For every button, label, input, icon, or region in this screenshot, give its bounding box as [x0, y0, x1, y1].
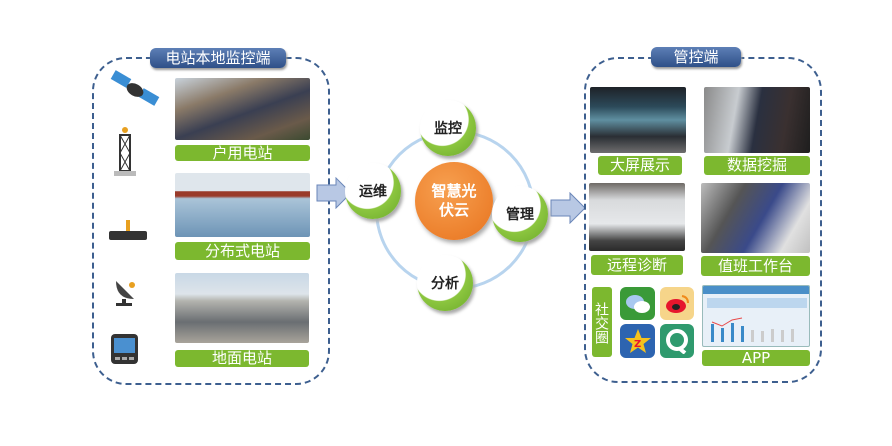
ground-station-photo [175, 273, 309, 343]
node-monitor: 监控 [420, 100, 476, 156]
signal-tower-icon [112, 123, 138, 178]
distributed-station-photo [175, 173, 310, 237]
social-label: 社交圈 [592, 287, 612, 357]
node-analysis: 分析 [417, 255, 473, 311]
center-label: 智慧光伏云 [431, 182, 477, 219]
handheld-terminal-icon [110, 330, 140, 366]
remote-diagnosis-label: 远程诊断 [591, 255, 683, 275]
residential-station-photo [175, 78, 310, 140]
local-panel-title: 电站本地监控端 [150, 48, 286, 68]
wechat-icon[interactable] [620, 287, 655, 320]
big-screen-label: 大屏展示 [598, 156, 682, 175]
qzone-icon[interactable]: Z [620, 324, 655, 358]
right-arrow-icon [316, 177, 352, 209]
right-arrow-icon [550, 192, 586, 224]
app-screenshot [702, 285, 810, 347]
data-mining-label: 数据挖掘 [704, 156, 810, 175]
node-label: 监控 [434, 121, 462, 137]
duty-workstation-label: 值班工作台 [701, 256, 810, 276]
distributed-station-label: 分布式电站 [175, 242, 310, 260]
smart-pv-cloud-center: 智慧光伏云 [415, 162, 493, 240]
node-management: 管理 [492, 186, 548, 242]
satellite-dish-icon [112, 275, 148, 307]
node-label: 运维 [359, 184, 387, 200]
node-label: 管理 [506, 207, 534, 223]
big-screen-photo [590, 87, 686, 153]
remote-diagnosis-photo [589, 183, 685, 251]
svg-text:Z: Z [634, 339, 641, 350]
node-label: 分析 [431, 276, 459, 292]
weibo-icon[interactable] [660, 287, 694, 320]
management-panel-title: 管控端 [651, 47, 741, 67]
qq-icon[interactable] [660, 324, 694, 358]
satellite-icon [110, 70, 160, 110]
duty-workstation-photo [701, 183, 810, 253]
data-mining-photo [704, 87, 810, 153]
app-label: APP [702, 350, 810, 366]
ground-station-label: 地面电站 [175, 350, 309, 367]
router-icon [108, 218, 148, 244]
residential-station-label: 户用电站 [175, 145, 310, 161]
node-operation: 运维 [345, 163, 401, 219]
